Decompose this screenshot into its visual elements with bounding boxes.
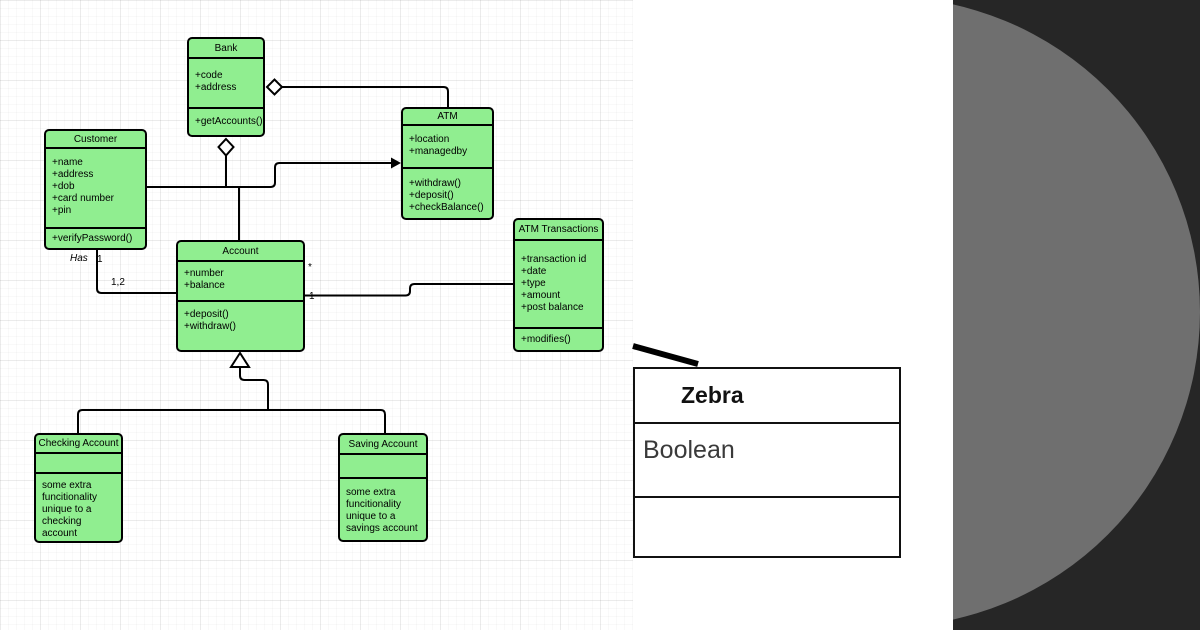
class-title: Bank [189, 39, 263, 59]
class-box-customer[interactable]: Customer +name +address +dob +card numbe… [44, 129, 147, 250]
class-title: Account [178, 242, 303, 262]
class-note: some extra funcitionality unique to a sa… [346, 487, 418, 534]
association-label-has: Has [70, 253, 88, 264]
dark-panel [953, 0, 1200, 630]
class-attributes [36, 454, 121, 474]
class-title: ATM [403, 109, 492, 126]
multiplicity-label: 1,2 [111, 277, 125, 288]
multiplicity-label: * [308, 262, 312, 273]
class-methods: +modifies() [521, 334, 571, 345]
class-attributes: +number +balance [178, 262, 303, 302]
class-methods: +withdraw() +deposit() +checkBalance() [409, 178, 484, 213]
class-methods: +getAccounts() [195, 116, 263, 127]
class-title: Zebra [635, 369, 899, 424]
multiplicity-label: 1 [309, 291, 315, 302]
class-attributes: +name +address +dob +card number +pin [46, 149, 145, 229]
class-empty-compartment [635, 498, 899, 556]
class-attributes: +code +address [189, 59, 263, 109]
gray-circle [953, 0, 1200, 627]
class-box-saving-account[interactable]: Saving Account some extra funcitionality… [338, 433, 428, 542]
class-methods: +deposit() +withdraw() [184, 309, 236, 332]
multiplicity-label: 1 [97, 254, 103, 265]
class-box-account[interactable]: Account +number +balance +deposit() +wit… [176, 240, 305, 352]
class-title: ATM Transactions [515, 220, 602, 241]
class-methods: +verifyPassword() [52, 233, 133, 244]
class-title: Customer [46, 131, 145, 149]
class-attributes [340, 455, 426, 479]
class-box-bank[interactable]: Bank +code +address +getAccounts() [187, 37, 265, 137]
class-box-zebra[interactable]: Zebra Boolean [633, 367, 901, 558]
class-box-checking-account[interactable]: Checking Account some extra funcitionali… [34, 433, 123, 543]
class-attributes: +transaction id +date +type +amount +pos… [515, 241, 602, 329]
class-attribute: Boolean [635, 424, 899, 498]
class-title: Saving Account [340, 435, 426, 455]
class-box-atm[interactable]: ATM +location +managedby +withdraw() +de… [401, 107, 494, 220]
class-box-atm-transactions[interactable]: ATM Transactions +transaction id +date +… [513, 218, 604, 352]
class-title: Checking Account [36, 435, 121, 454]
class-note: some extra funcitionality unique to a ch… [42, 480, 98, 539]
class-attributes: +location +managedby [403, 126, 492, 169]
